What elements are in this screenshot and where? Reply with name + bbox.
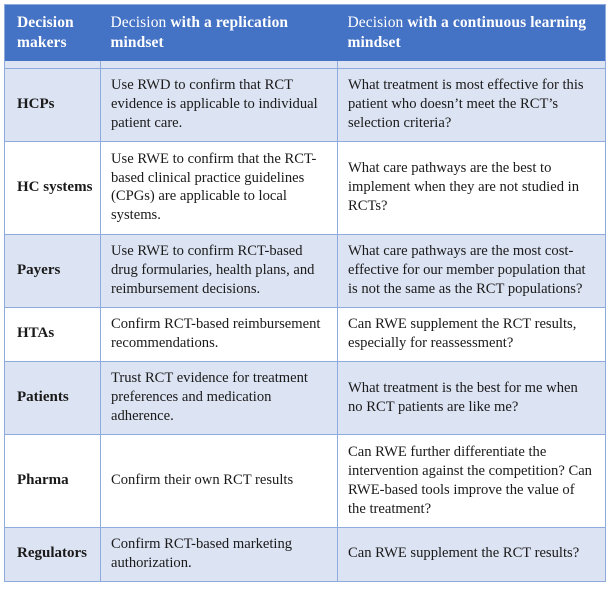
cell-replication-mindset-text: Use RWD to confirm that RCT evidence is … xyxy=(111,77,318,132)
cell-replication-mindset: Use RWE to confirm that the RCT-based cl… xyxy=(100,141,338,235)
table-header: Decision makers Decision with a replicati… xyxy=(4,4,606,62)
header-spacer-row xyxy=(4,61,606,69)
cell-decision-maker-text: Pharma xyxy=(17,471,69,488)
cell-continuous-learning-mindset-text: Can RWE supplement the RCT results, espe… xyxy=(348,316,577,352)
table-row: Regulators Confirm RCT-based marketing au… xyxy=(4,526,606,583)
cell-decision-maker-text: Patients xyxy=(17,389,69,406)
cell-continuous-learning-mindset: Can RWE supplement the RCT results? xyxy=(337,526,606,583)
cell-replication-mindset: Use RWD to confirm that RCT evidence is … xyxy=(100,68,338,143)
cell-replication-mindset: Trust RCT evidence for treatment prefere… xyxy=(100,361,338,436)
cell-decision-maker: HCPs xyxy=(4,68,101,143)
cell-continuous-learning-mindset-text: What treatment is most effective for thi… xyxy=(348,77,584,132)
column-header-decision-makers: Decision makers xyxy=(5,5,101,62)
cell-replication-mindset-text: Confirm RCT-based marketing authorizatio… xyxy=(111,535,293,571)
table-row: Pharma Confirm their own RCT results Can R… xyxy=(4,434,606,528)
cell-decision-maker: Patients xyxy=(4,361,101,436)
column-header-continuous-learning-mindset: Decision with a continuous learning mind… xyxy=(338,5,606,62)
column-header-continuous-lead: Decision xyxy=(347,14,408,31)
cell-decision-maker: Pharma xyxy=(4,434,101,528)
cell-replication-mindset-text: Trust RCT evidence for treatment prefere… xyxy=(111,370,308,425)
cell-continuous-learning-mindset: Can RWE further differentiate the interv… xyxy=(337,434,606,528)
cell-decision-maker-text: HCPs xyxy=(17,95,55,112)
column-header-replication-lead: Decision xyxy=(110,14,171,31)
cell-decision-maker: HTAs xyxy=(4,306,101,363)
cell-decision-maker-text: Regulators xyxy=(17,545,87,562)
cell-continuous-learning-mindset-text: Can RWE further differentiate the interv… xyxy=(348,443,592,517)
cell-continuous-learning-mindset: What care pathways are the best to imple… xyxy=(337,141,606,235)
table-row: Payers Use RWE to confirm RCT-based drug … xyxy=(4,233,606,308)
cell-continuous-learning-mindset-text: What care pathways are the best to imple… xyxy=(348,160,580,214)
cell-replication-mindset: Confirm RCT-based marketing authorizatio… xyxy=(100,526,338,583)
cell-decision-maker: HC systems xyxy=(4,141,101,235)
table-body: HCPs Use RWD to confirm that RCT evidence… xyxy=(4,61,606,583)
cell-replication-mindset: Confirm their own RCT results xyxy=(100,434,338,528)
cell-continuous-learning-mindset: Can RWE supplement the RCT results, espe… xyxy=(337,306,606,363)
cell-decision-maker: Regulators xyxy=(4,526,101,583)
cell-replication-mindset-text: Use RWE to confirm RCT-based drug formul… xyxy=(111,242,315,297)
cell-continuous-learning-mindset: What treatment is most effective for thi… xyxy=(337,68,606,143)
cell-continuous-learning-mindset: What treatment is the best for me when n… xyxy=(337,361,606,436)
header-row: Decision makers Decision with a replicati… xyxy=(4,4,606,62)
column-header-decision-makers-line1: Decision xyxy=(17,14,74,31)
cell-decision-maker-text: HC systems xyxy=(17,178,93,195)
cell-replication-mindset-text: Use RWE to confirm that the RCT-based cl… xyxy=(111,150,317,224)
cell-replication-mindset: Confirm RCT-based reimbursement recommen… xyxy=(100,306,338,363)
cell-replication-mindset: Use RWE to confirm RCT-based drug formul… xyxy=(100,233,338,308)
cell-continuous-learning-mindset-text: What treatment is the best for me when n… xyxy=(348,379,578,415)
cell-decision-maker-text: HTAs xyxy=(17,325,55,342)
header-spacer-cell-3 xyxy=(337,61,606,69)
table-row: HC systems Use RWE to confirm that the RC… xyxy=(4,141,606,235)
cell-decision-maker-text: Payers xyxy=(17,261,61,278)
column-header-continuous-bold: with a continuous learning mindset xyxy=(347,14,587,51)
cell-decision-maker: Payers xyxy=(4,233,101,308)
column-header-decision-makers-line2: makers xyxy=(17,33,67,51)
cell-continuous-learning-mindset-text: What care pathways are the most cost-eff… xyxy=(348,242,586,297)
decision-makers-table: Decision makers Decision with a replicati… xyxy=(4,4,606,583)
cell-replication-mindset-text: Confirm their own RCT results xyxy=(111,472,294,489)
header-spacer-cell-1 xyxy=(4,61,101,69)
table-row: Patients Trust RCT evidence for treatment… xyxy=(4,361,606,436)
cell-continuous-learning-mindset-text: Can RWE supplement the RCT results? xyxy=(348,545,580,562)
cell-replication-mindset-text: Confirm RCT-based reimbursement recommen… xyxy=(111,316,321,352)
table-row: HCPs Use RWD to confirm that RCT evidence… xyxy=(4,68,606,143)
table-row: HTAs Confirm RCT-based reimbursement reco… xyxy=(4,306,606,363)
column-header-replication-mindset: Decision with a replication mindset xyxy=(101,5,338,62)
column-header-replication-bold: with a replication mindset xyxy=(110,14,289,51)
cell-continuous-learning-mindset: What care pathways are the most cost-eff… xyxy=(337,233,606,308)
header-spacer-cell-2 xyxy=(100,61,338,69)
